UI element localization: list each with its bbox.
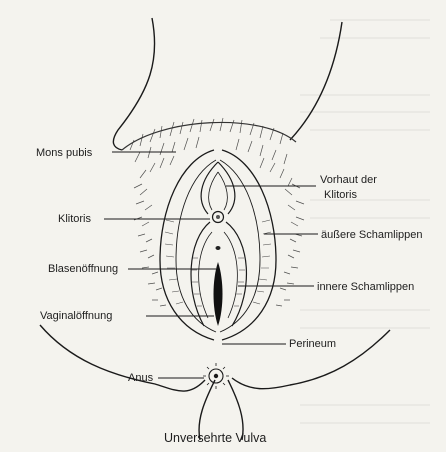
label-anus: Anus [128,372,154,384]
label-aeussere-schamlippen: äußere Schamlippen [321,229,423,241]
label-innere-schamlippen: innere Schamlippen [317,281,414,293]
label-klitoris: Klitoris [58,213,92,225]
urethral-opening [216,246,221,250]
label-blasenoeffnung: Blasenöffnung [48,263,118,275]
label-mons-pubis: Mons pubis [36,147,93,159]
label-vorhaut-line1: Vorhaut der [320,174,377,186]
label-vorhaut-line2: Klitoris [324,189,358,201]
label-perineum: Perineum [289,338,336,350]
label-vaginaloeffnung: Vaginalöffnung [40,310,112,322]
diagram-caption: Unversehrte Vulva [164,431,266,445]
